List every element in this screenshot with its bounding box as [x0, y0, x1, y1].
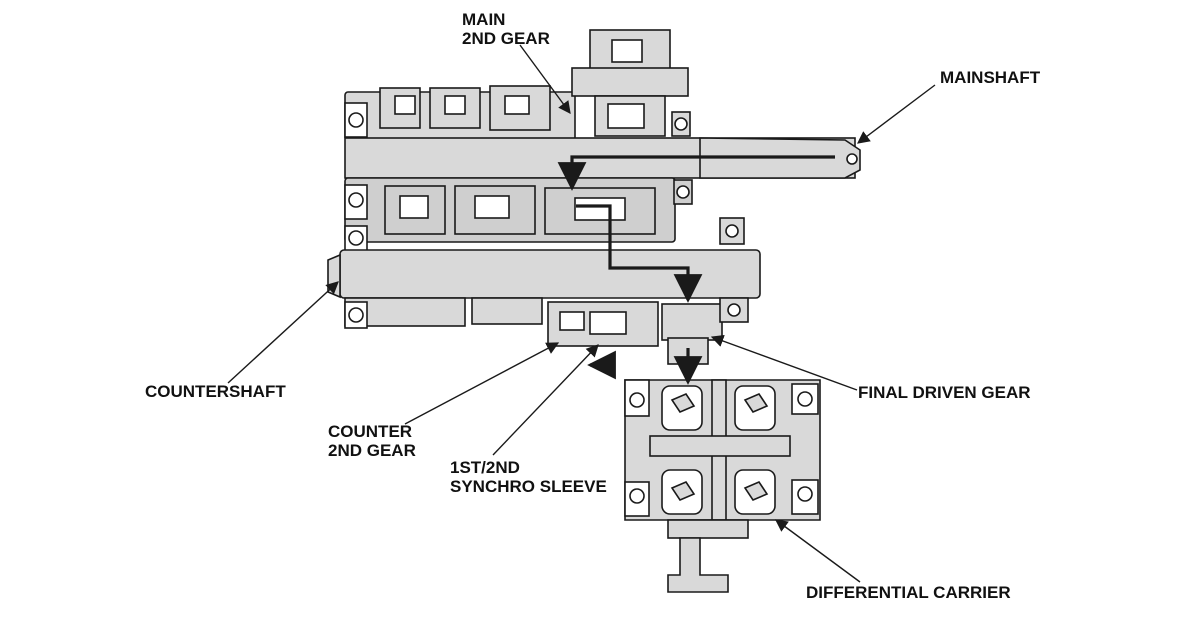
label-counter-2nd-gear-line1: COUNTER — [328, 422, 413, 441]
label-synchro-sleeve: 1ST/2ND SYNCHRO SLEEVE — [450, 458, 607, 496]
label-differential-carrier: DIFFERENTIAL CARRIER — [806, 583, 1011, 602]
label-mainshaft: MAINSHAFT — [940, 68, 1041, 87]
label-main-2nd-gear: MAIN 2ND GEAR — [462, 10, 550, 48]
callout-leaders — [227, 44, 936, 583]
label-final-driven-gear: FINAL DRIVEN GEAR — [858, 383, 1031, 402]
label-main-2nd-gear-line2: 2ND GEAR — [462, 29, 550, 48]
label-counter-2nd-gear-line2: 2ND GEAR — [328, 441, 416, 460]
label-synchro-sleeve-line1: 1ST/2ND — [450, 458, 520, 477]
label-countershaft: COUNTERSHAFT — [145, 382, 286, 401]
label-synchro-sleeve-line2: SYNCHRO SLEEVE — [450, 477, 607, 496]
label-main-2nd-gear-line1: MAIN — [462, 10, 506, 29]
middle-gear-row — [344, 177, 693, 253]
differential-carrier — [624, 379, 821, 593]
power-flow-path — [557, 155, 835, 385]
label-counter-2nd-gear: COUNTER 2ND GEAR — [328, 422, 416, 460]
